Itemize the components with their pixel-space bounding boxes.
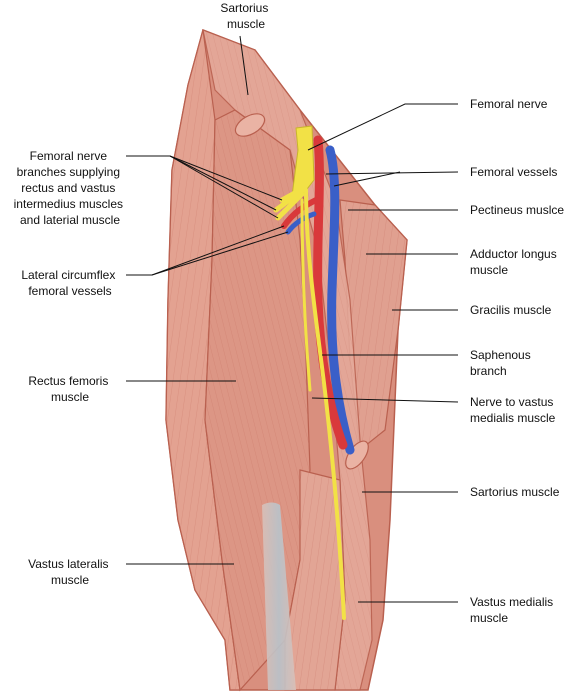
label-femoral-vessels: Femoral vessels: [470, 165, 557, 179]
sartorius-cut-end-top: [234, 113, 266, 137]
label-nerve-vastus-medialis: Nerve to vastus medialis muscle: [470, 395, 557, 425]
label-vastus-lateralis: Vastus lateralis muscle: [28, 557, 112, 587]
saphenous-nerve: [304, 188, 346, 620]
neurovascular-bundle: [273, 125, 355, 620]
label-femoral-nerve: Femoral nerve: [470, 97, 548, 111]
lateral-circumflex-artery: [281, 197, 319, 229]
thigh-muscles: [165, 29, 408, 692]
femoral-vein: [325, 145, 355, 455]
leader-lines: [126, 35, 459, 603]
femoral-artery: [313, 135, 348, 450]
lateral-circumflex-vein: [285, 211, 317, 235]
label-sartorius-lower: Sartorius muscle: [470, 485, 560, 499]
label-femoral-nerve-branches: Femoral nerve branches supplying rectus …: [14, 149, 127, 227]
labels: Sartorius muscle Femoral nerve Femoral n…: [14, 1, 565, 625]
label-lateral-circumflex: Lateral circumflex femoral vessels: [21, 268, 118, 298]
nerve-to-vastus-medialis: [300, 198, 312, 392]
label-sartorius-top: Sartorius muscle: [220, 1, 271, 31]
label-gracilis: Gracilis muscle: [470, 303, 552, 317]
label-adductor-longus: Adductor longus muscle: [470, 247, 560, 277]
label-vastus-medialis: Vastus medialis muscle: [470, 595, 557, 625]
label-rectus-femoris: Rectus femoris muscle: [28, 374, 111, 404]
label-saphenous: Saphenous branch: [470, 348, 534, 378]
label-pectineus: Pectineus muslce: [470, 203, 564, 217]
femoral-nerve-branches: [273, 187, 305, 221]
femur-bone: [262, 502, 296, 690]
